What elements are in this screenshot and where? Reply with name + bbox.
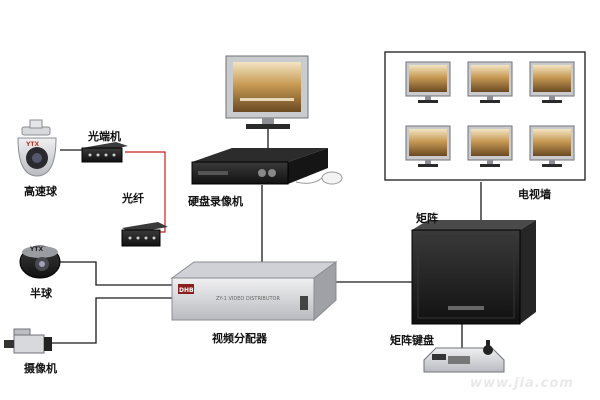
wall-monitor-1 [405, 61, 451, 103]
link-camera-to-distributor [46, 297, 172, 344]
label-fiber: 光纤 [122, 192, 144, 205]
dvr-monitor-icon [225, 55, 309, 129]
distributor-panel-text: ZY-1 VIDEO DISTRIBUTOR [216, 296, 280, 302]
wall-monitor-5 [467, 125, 513, 167]
wall-monitor-4 [405, 125, 451, 167]
label-fiber-transceiver: 光端机 [88, 130, 121, 143]
label-dome-camera: 半球 [30, 287, 52, 300]
matrix-icon [411, 220, 536, 325]
watermark: www.jia.com [470, 376, 574, 391]
label-dvr: 硬盘录像机 [188, 195, 243, 208]
label-ptz-camera: 高速球 [24, 185, 57, 198]
label-video-distributor: 视频分配器 [212, 332, 267, 345]
box-camera-icon [4, 328, 52, 354]
fiber-transceiver-top-icon [81, 142, 128, 163]
dome-camera-icon: YTX [19, 245, 61, 279]
dome-brand: YTX [29, 246, 43, 253]
fiber-transceiver-bottom-icon [121, 222, 168, 247]
matrix-keyboard-icon [423, 340, 505, 373]
video-distributor-icon: DHB ZY-1 VIDEO DISTRIBUTOR [170, 261, 338, 322]
connection-lines [46, 126, 482, 350]
label-matrix: 矩阵 [416, 212, 438, 225]
wall-monitor-2 [467, 61, 513, 103]
video-wall-grid [405, 61, 575, 167]
wall-monitor-3 [529, 61, 575, 103]
video-wall [384, 51, 586, 181]
wall-monitor-6 [529, 125, 575, 167]
distributor-logo: DHB [179, 287, 194, 294]
label-box-camera: 摄像机 [24, 362, 57, 375]
ptz-brand: YTX [25, 141, 39, 148]
dvr-icon [191, 148, 343, 185]
label-matrix-keyboard: 矩阵键盘 [390, 334, 434, 347]
ptz-camera-icon: YTX [17, 119, 57, 177]
label-video-wall: 电视墙 [518, 188, 551, 201]
link-dome-to-distributor [58, 261, 172, 286]
